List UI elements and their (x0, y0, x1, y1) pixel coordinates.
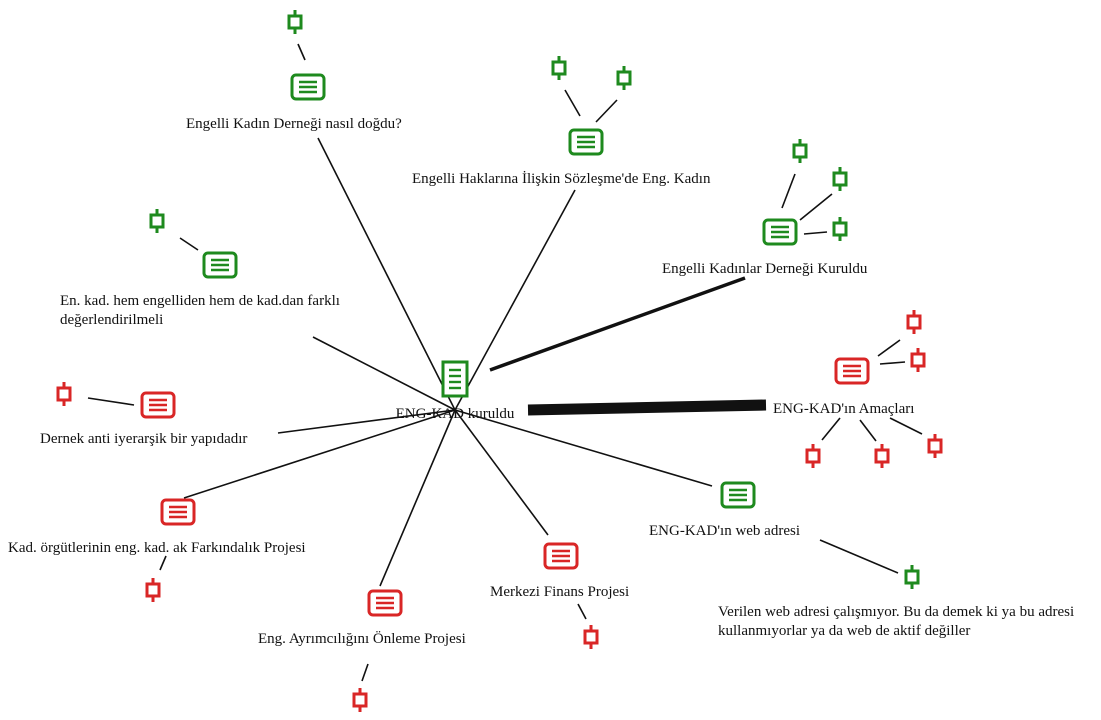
quote-icon[interactable] (551, 56, 567, 80)
edge-kuruldu (489, 276, 746, 372)
quote-icon[interactable] (583, 625, 599, 649)
quote-icon[interactable] (832, 217, 848, 241)
quote-icon[interactable] (906, 310, 922, 334)
quote-edge-sozlesme-1 (564, 89, 581, 117)
topic-label-sozlesme: Engelli Haklarına İlişkin Sözleşme'de En… (412, 171, 711, 187)
memo-icon[interactable] (140, 391, 176, 419)
quote-edge-kuruldu-1 (781, 173, 796, 209)
quote-icon[interactable] (792, 139, 808, 163)
edge-dogdu (317, 137, 456, 411)
quote-icon[interactable] (149, 209, 165, 233)
center-node-label: ENG-KAD kuruldu (396, 406, 515, 422)
quote-icon[interactable] (287, 10, 303, 34)
quote-edge-amaclari-4 (859, 419, 877, 442)
quote-icon[interactable] (56, 382, 72, 406)
memo-icon[interactable] (367, 589, 403, 617)
quote-edge-amaclari-3 (821, 417, 841, 441)
memo-icon[interactable] (720, 481, 756, 509)
memo-icon[interactable] (543, 542, 579, 570)
quote-edge-farkli-1 (179, 237, 199, 251)
topic-label-farkindalik: Kad. örgütlerinin eng. kad. ak Farkındal… (8, 540, 306, 556)
edge-sozlesme (454, 189, 576, 411)
quote-icon[interactable] (616, 66, 632, 90)
quote-icon[interactable] (805, 444, 821, 468)
edge-hiyerarsik (277, 409, 456, 434)
quote-icon[interactable] (352, 688, 368, 712)
memo-icon[interactable] (202, 251, 238, 279)
edge-farkli (312, 336, 456, 411)
quote-edge-ayrimcilik-1 (361, 663, 369, 682)
topic-label-amaclari: ENG-KAD'ın Amaçları (773, 401, 914, 417)
document-icon[interactable] (441, 360, 469, 398)
edge-calismiyor (819, 539, 899, 574)
quote-edge-amaclari-2 (879, 361, 906, 365)
memo-icon[interactable] (290, 73, 326, 101)
topic-label-dogdu: Engelli Kadın Derneği nasıl doğdu? (186, 116, 402, 132)
quote-edge-sozlesme-2 (595, 99, 618, 123)
topic-label-web: ENG-KAD'ın web adresi (649, 523, 800, 539)
quote-icon[interactable] (910, 348, 926, 372)
quote-edge-hiyerarsik-1 (87, 397, 135, 406)
memo-icon[interactable] (160, 498, 196, 526)
memo-icon[interactable] (762, 218, 798, 246)
topic-label-kuruldu: Engelli Kadınlar Derneği Kuruldu (662, 261, 868, 277)
topic-label-finans: Merkezi Finans Projesi (490, 584, 629, 600)
quote-edge-kuruldu-3 (803, 231, 828, 235)
topic-label-ayrimcilik: Eng. Ayrımcılığını Önleme Projesi (258, 630, 466, 647)
edge-farkindalik (183, 409, 456, 499)
quote-icon[interactable] (145, 578, 161, 602)
topic-label-hiyerarsik: Dernek anti iyerarşik bir yapıdadır (40, 431, 247, 447)
memo-icon[interactable] (834, 357, 870, 385)
quote-edge-dogdu-1 (297, 43, 306, 61)
topic-label-calismiyor: Verilen web adresi çalışmıyor. Bu da dem… (718, 604, 1074, 639)
quote-icon[interactable] (927, 434, 943, 458)
quote-icon[interactable] (904, 565, 920, 589)
memo-icon[interactable] (568, 128, 604, 156)
quote-edge-finans-1 (577, 603, 587, 620)
edge-ayrimcilik (379, 409, 456, 587)
quote-edge-farkindalik-1 (159, 555, 167, 571)
quote-icon[interactable] (874, 444, 890, 468)
edge-amaclari (527, 399, 767, 416)
quote-icon[interactable] (832, 167, 848, 191)
edge-web (454, 409, 713, 487)
quote-edge-amaclari-5 (889, 417, 923, 435)
quote-edge-kuruldu-2 (799, 193, 833, 221)
quote-edge-amaclari-1 (877, 339, 901, 357)
edge-finans (454, 409, 549, 536)
topic-label-farkli: En. kad. hem engelliden hem de kad.dan f… (60, 293, 340, 328)
